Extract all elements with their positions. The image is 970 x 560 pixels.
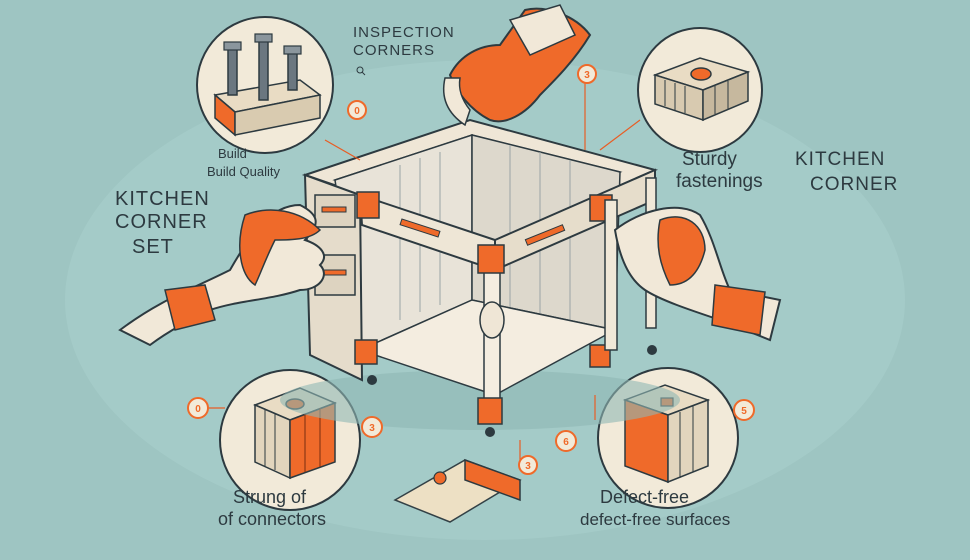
left-hand [118, 203, 325, 347]
svg-text:3: 3 [584, 70, 590, 81]
svg-text:3: 3 [369, 423, 375, 434]
label-inspection-corners: INSPECTION CORNERS [353, 24, 455, 76]
svg-text:CORNER: CORNER [115, 211, 208, 233]
svg-text:CORNERS: CORNERS [353, 42, 435, 59]
label-kitchen-corner-set: KITCHEN CORNER SET [115, 188, 210, 258]
svg-text:INSPECTION: INSPECTION [353, 24, 455, 41]
badge-bottom-right-mid: 6 [555, 430, 577, 452]
badge-bottom-left-mid: 3 [361, 416, 383, 438]
svg-text:5: 5 [741, 406, 747, 417]
svg-text:6: 6 [563, 437, 569, 448]
magnifier-icon [356, 66, 366, 76]
svg-text:SET: SET [132, 236, 174, 258]
label-defect-free: Defect-free defect-free surfaces [580, 487, 730, 529]
svg-text:3: 3 [525, 461, 531, 472]
fastener-detail-circle [637, 27, 763, 153]
fastener-block-icon [652, 57, 751, 122]
bolts-icon [213, 33, 322, 137]
kitchen-corner-cabinet [280, 118, 680, 437]
svg-text:defect-free surfaces: defect-free surfaces [580, 510, 730, 529]
svg-text:of connectors: of connectors [218, 509, 326, 529]
badge-bottom-center: 3 [518, 455, 538, 475]
svg-text:KITCHEN: KITCHEN [115, 188, 210, 210]
svg-text:Sturdy: Sturdy [682, 149, 737, 170]
bolts-detail-circle [196, 16, 334, 154]
label-kitchen-corner-right: KITCHEN CORNER [795, 149, 898, 195]
right-hand [613, 206, 782, 342]
label-sturdy-fastenings: Sturdy fastenings [676, 149, 763, 192]
svg-text:Build: Build [218, 146, 247, 161]
svg-text:0: 0 [354, 106, 360, 117]
svg-text:fastenings: fastenings [676, 171, 763, 192]
badge-top-center: 3 [577, 64, 597, 84]
svg-text:Strung of: Strung of [233, 487, 307, 507]
svg-text:CORNER: CORNER [810, 174, 898, 195]
label-build-quality: Build Build Quality [207, 146, 280, 179]
leader-lines [205, 80, 641, 460]
badge-bottom-left: 0 [187, 397, 209, 419]
svg-text:KITCHEN: KITCHEN [795, 149, 885, 170]
svg-text:Build Quality: Build Quality [207, 164, 280, 179]
badge-top-left: 0 [347, 100, 367, 120]
label-strong-connectors: Strung of of connectors [218, 487, 326, 529]
wood-beam-icon [393, 458, 522, 523]
top-hand [443, 4, 592, 127]
svg-text:Defect-free: Defect-free [600, 487, 689, 507]
badge-bottom-right: 5 [733, 399, 755, 421]
svg-text:0: 0 [195, 404, 201, 415]
